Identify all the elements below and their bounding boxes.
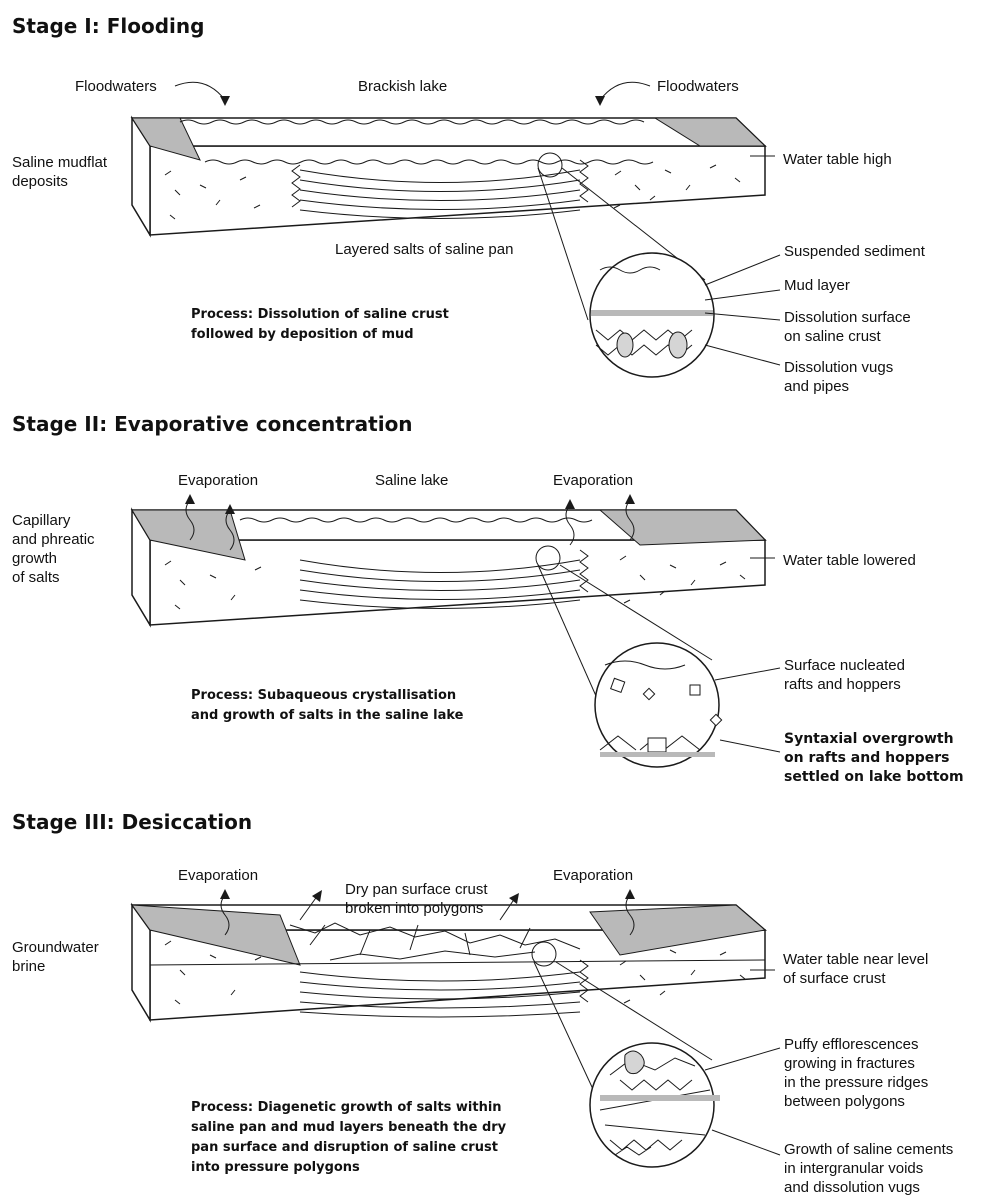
stage-3-evaporation-right: Evaporation (553, 866, 633, 885)
stage-3-process: Process: Diagenetic growth of salts with… (191, 1098, 506, 1178)
stage-3-evaporation-left: Evaporation (178, 866, 258, 885)
